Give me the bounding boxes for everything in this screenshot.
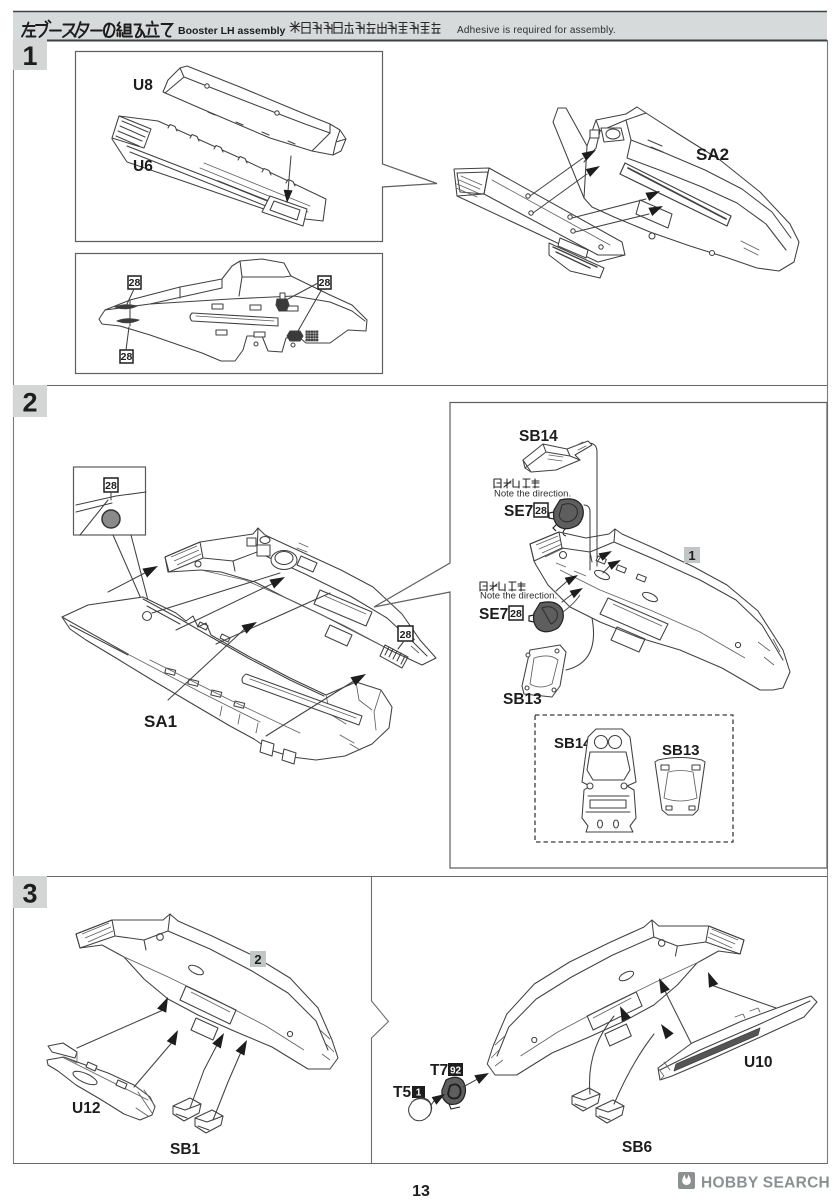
svg-text:HOBBY SEARCH: HOBBY SEARCH xyxy=(701,1175,830,1192)
svg-text:Adhesive is required for assem: Adhesive is required for assembly. xyxy=(457,25,616,36)
svg-text:SB6: SB6 xyxy=(622,1139,653,1156)
svg-text:SB14: SB14 xyxy=(519,428,558,445)
svg-text:SE7: SE7 xyxy=(504,503,533,520)
svg-text:SB13: SB13 xyxy=(662,742,700,759)
svg-text:28: 28 xyxy=(105,480,117,492)
svg-text:SA1: SA1 xyxy=(144,712,177,731)
svg-text:U8: U8 xyxy=(133,77,153,94)
svg-text:SB14: SB14 xyxy=(554,735,592,752)
svg-text:2: 2 xyxy=(22,388,37,418)
svg-text:1: 1 xyxy=(416,1088,422,1099)
svg-text:28: 28 xyxy=(535,505,547,517)
svg-text:28: 28 xyxy=(510,608,522,620)
svg-text:92: 92 xyxy=(450,1066,462,1077)
svg-text:U12: U12 xyxy=(72,1100,100,1117)
svg-text:T7: T7 xyxy=(430,1062,448,1079)
svg-text:Booster LH assembly: Booster LH assembly xyxy=(178,25,286,37)
svg-text:SA2: SA2 xyxy=(696,145,729,164)
svg-text:T5: T5 xyxy=(393,1084,411,1101)
svg-text:Note the direction.: Note the direction. xyxy=(480,591,557,602)
svg-text:2: 2 xyxy=(254,952,261,967)
svg-text:1: 1 xyxy=(688,548,695,563)
svg-text:1: 1 xyxy=(22,41,37,71)
svg-text:3: 3 xyxy=(22,879,37,909)
svg-text:28: 28 xyxy=(129,277,141,289)
svg-text:28: 28 xyxy=(121,351,133,363)
svg-text:28: 28 xyxy=(319,277,331,289)
svg-text:U10: U10 xyxy=(744,1054,772,1071)
svg-text:SB1: SB1 xyxy=(170,1141,201,1158)
svg-text:13: 13 xyxy=(412,1183,430,1200)
svg-text:Note the direction.: Note the direction. xyxy=(494,489,571,500)
svg-text:SE7: SE7 xyxy=(479,606,508,623)
svg-text:U6: U6 xyxy=(133,158,153,175)
svg-text:SB13: SB13 xyxy=(503,691,542,708)
svg-text:28: 28 xyxy=(400,629,412,641)
